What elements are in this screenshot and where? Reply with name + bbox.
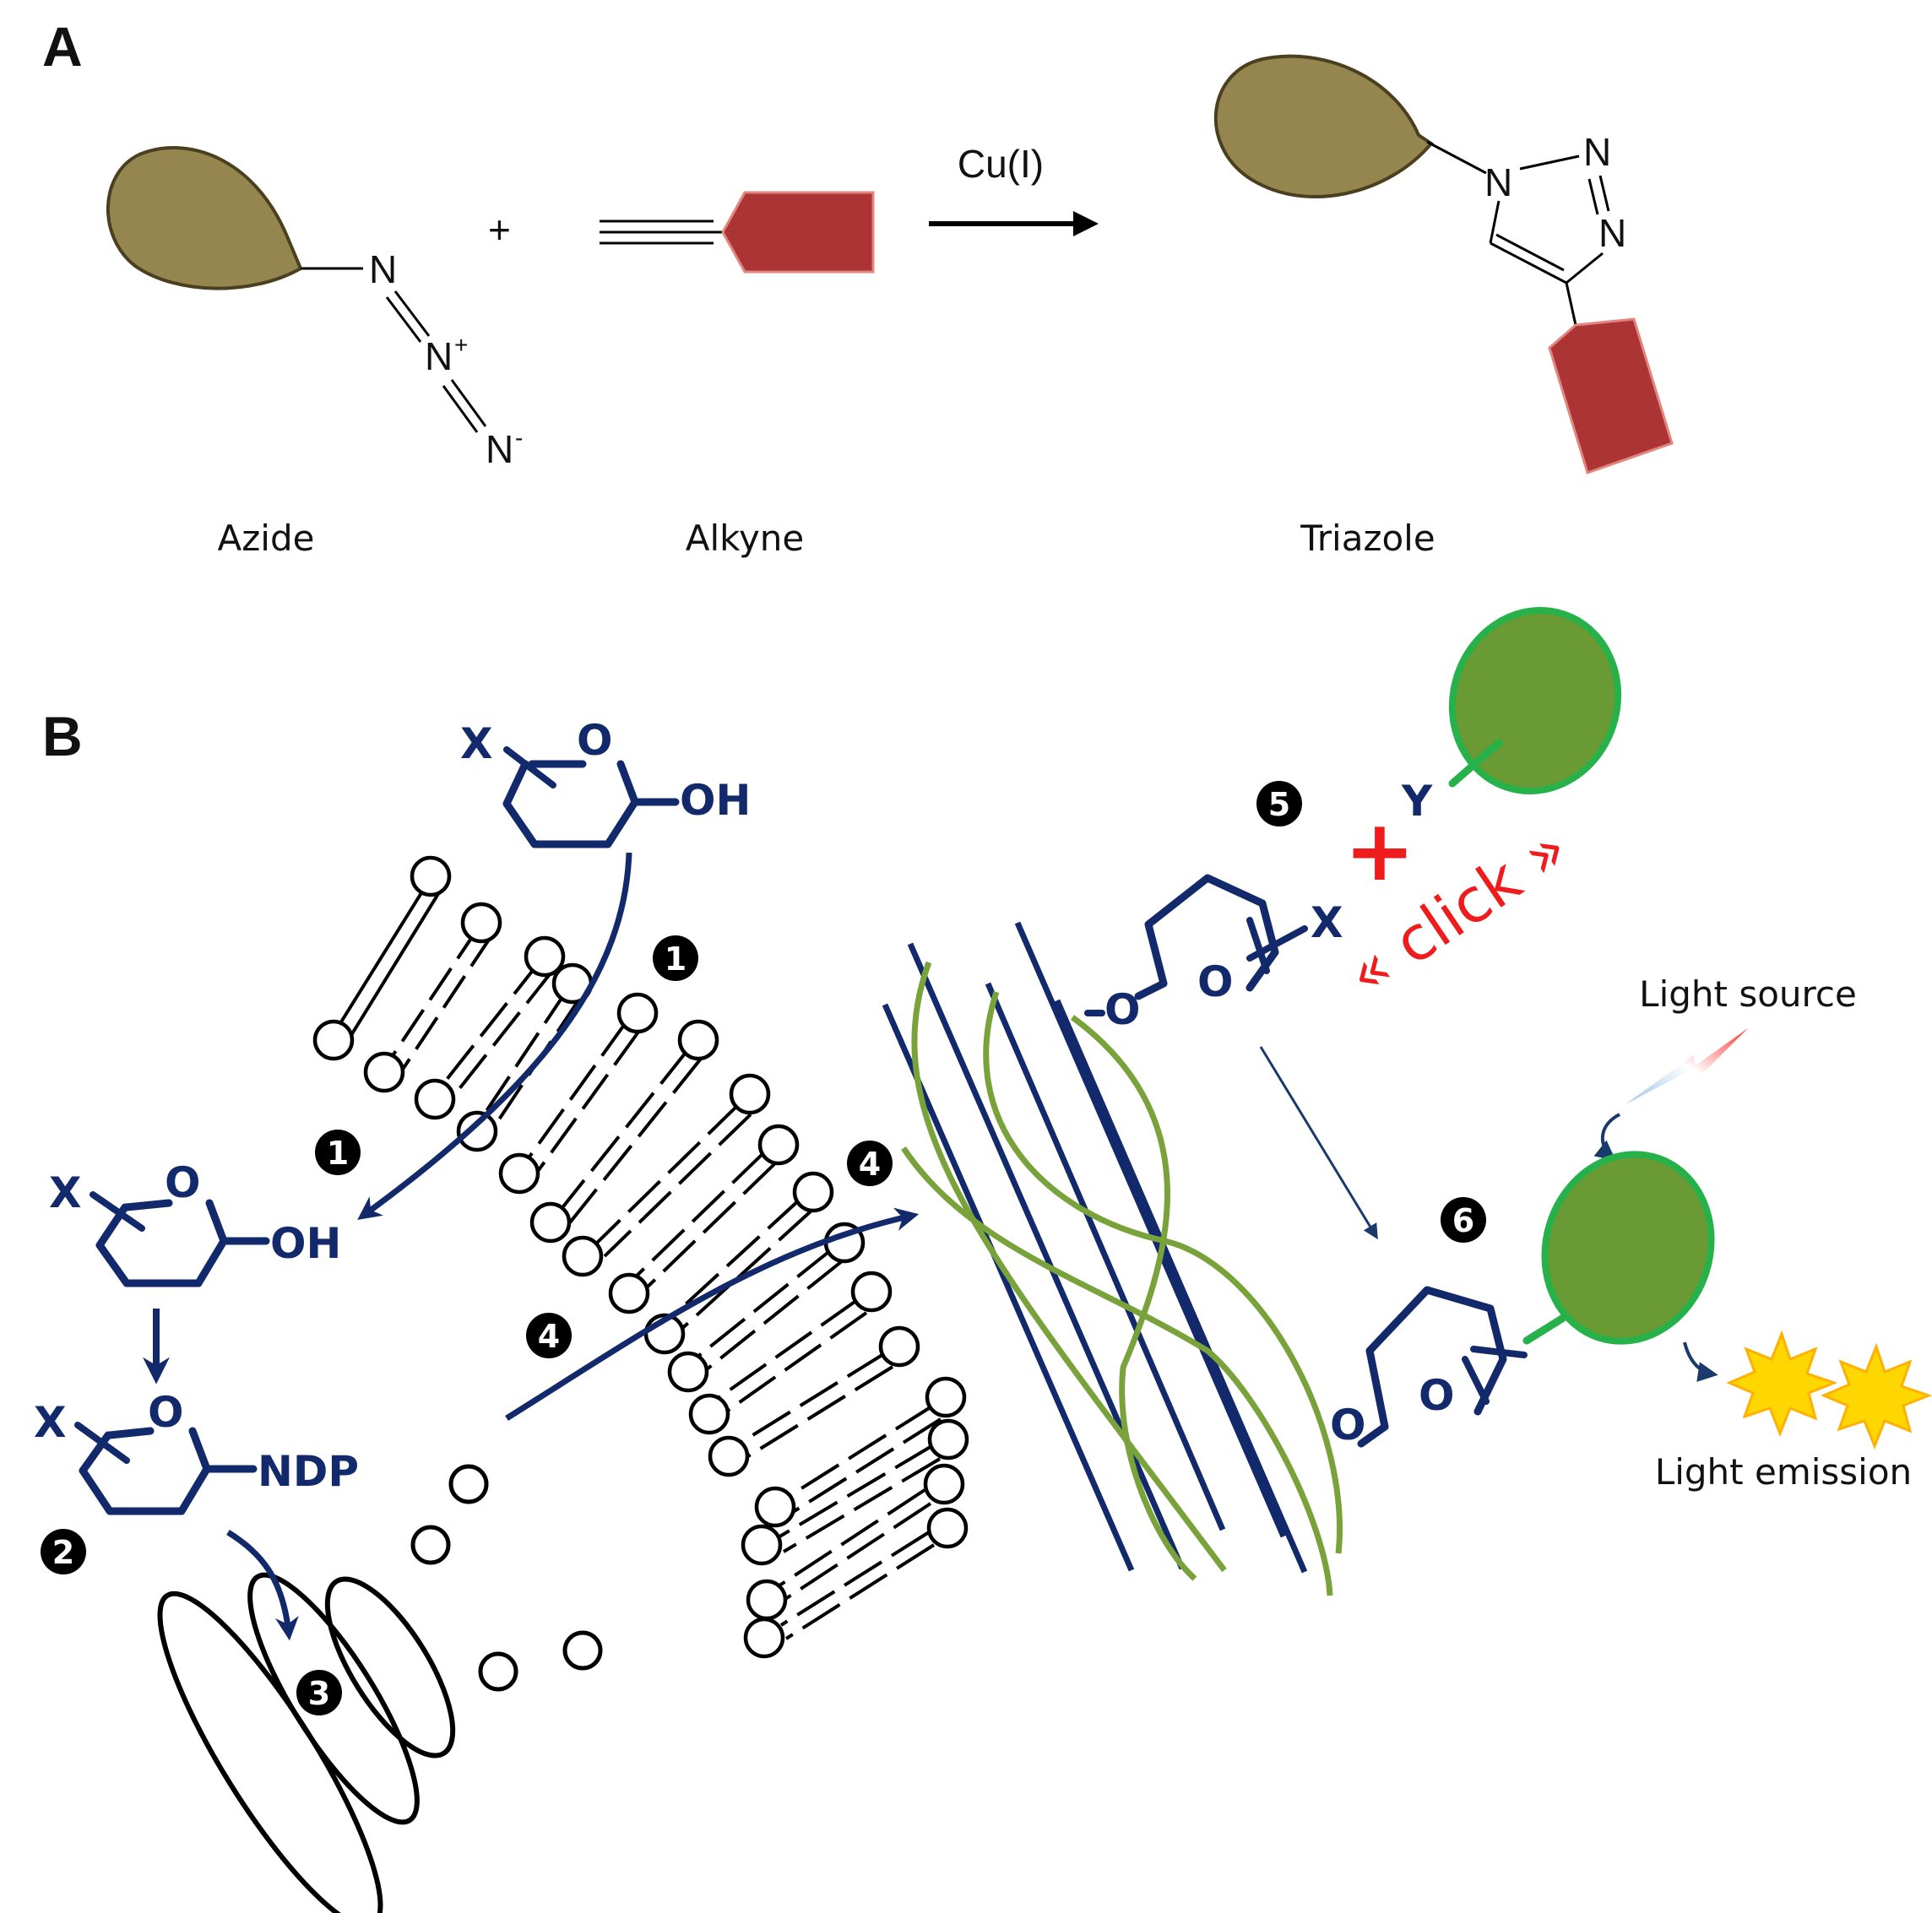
light-source-label: Light source bbox=[1639, 973, 1857, 1015]
probe-y-label: Y bbox=[1401, 777, 1433, 826]
sugar-ndp-o: O bbox=[148, 1388, 184, 1437]
triazole-caption: Triazole bbox=[1300, 518, 1435, 559]
step1-badge-b: 1 bbox=[315, 1130, 361, 1175]
sugar-top bbox=[502, 746, 680, 848]
svg-text:4: 4 bbox=[859, 1146, 881, 1183]
triazole-n3: N bbox=[1598, 211, 1626, 255]
plus-sign-a: + bbox=[488, 208, 511, 252]
sugar-top-x: X bbox=[460, 719, 493, 768]
alkyne-caption: Alkyne bbox=[686, 518, 805, 559]
probe-top bbox=[1448, 607, 1622, 794]
azide-n2: N bbox=[425, 334, 453, 378]
labeled-sugar bbox=[1357, 1286, 1528, 1448]
step5-badge: 5 bbox=[1256, 781, 1302, 826]
sugar-cellwall-x: X bbox=[1311, 898, 1343, 947]
step4-arrow bbox=[505, 1207, 920, 1421]
svg-text:2: 2 bbox=[52, 1534, 74, 1571]
svg-text:6: 6 bbox=[1452, 1202, 1474, 1239]
triazole-tag-shape bbox=[1548, 317, 1674, 474]
membrane-bilayer bbox=[312, 855, 969, 1659]
free-vesicle-circles bbox=[410, 1464, 603, 1692]
labeled-sugar-o1: O bbox=[1330, 1401, 1366, 1450]
panel-a-label: A bbox=[42, 15, 83, 78]
azide-n3-charge: - bbox=[515, 425, 523, 451]
sugar-top-oh: OH bbox=[680, 776, 751, 825]
triazole-n1: N bbox=[1484, 160, 1512, 204]
azide-molecule: N N + N - bbox=[106, 146, 523, 471]
sugar-ndp-label: NDP bbox=[258, 1447, 359, 1496]
azide-body-drop bbox=[106, 146, 303, 290]
emission-star-1 bbox=[1726, 1330, 1838, 1438]
step5-to-6-arrow bbox=[1259, 1046, 1378, 1240]
probe-bound bbox=[1522, 1151, 1715, 1345]
triazole-body-drop bbox=[1213, 54, 1434, 199]
step4-badge-a: 4 bbox=[526, 1313, 572, 1358]
svg-text:4: 4 bbox=[538, 1318, 560, 1355]
cell-wall-fibers bbox=[882, 921, 1343, 1596]
azide-caption: Azide bbox=[218, 518, 315, 559]
emission-arrow bbox=[1683, 1341, 1718, 1383]
golgi-stack bbox=[157, 1572, 456, 1913]
light-emission-label: Light emission bbox=[1655, 1451, 1912, 1493]
step3-arrow bbox=[226, 1530, 299, 1641]
sugar-cellwall bbox=[1084, 874, 1308, 1016]
triazole-molecule: N N N bbox=[1213, 54, 1674, 474]
svg-text:3: 3 bbox=[308, 1675, 330, 1712]
azide-n3: N bbox=[486, 427, 513, 471]
svg-text:5: 5 bbox=[1268, 786, 1290, 823]
step1-badge-a: 1 bbox=[653, 935, 698, 981]
panel-b-label: B bbox=[42, 705, 83, 767]
alkyne-tag-shape bbox=[721, 191, 875, 274]
sugar-mid-o: O bbox=[165, 1158, 201, 1207]
sugar-mid-x: X bbox=[49, 1168, 82, 1217]
sugar-ndp-x: X bbox=[34, 1398, 67, 1447]
emission-star-2 bbox=[1821, 1342, 1932, 1450]
sugar-mid-oh: OH bbox=[270, 1219, 341, 1268]
azide-n1: N bbox=[369, 247, 397, 291]
sugar-ndp bbox=[74, 1422, 258, 1515]
alkyne-molecule bbox=[600, 191, 875, 274]
reagent-label: Cu(I) bbox=[958, 142, 1044, 186]
light-bolt-icon bbox=[1625, 1028, 1748, 1104]
click-plus: + bbox=[1344, 801, 1415, 900]
sugar-top-o: O bbox=[577, 716, 613, 765]
step3-badge: 3 bbox=[296, 1670, 342, 1715]
triazole-n2: N bbox=[1583, 130, 1611, 174]
sugar-cellwall-o2: O bbox=[1197, 957, 1234, 1006]
step4-badge-b: 4 bbox=[847, 1141, 893, 1186]
sugar-mid bbox=[90, 1191, 270, 1287]
step1-arrow bbox=[357, 852, 632, 1220]
sugar-cellwall-o1: O bbox=[1104, 985, 1141, 1034]
labeled-sugar-o2: O bbox=[1419, 1371, 1455, 1420]
svg-text:1: 1 bbox=[327, 1135, 349, 1172]
step6-badge: 6 bbox=[1441, 1197, 1486, 1243]
step2-badge: 2 bbox=[41, 1529, 86, 1574]
light-incoming-arrow bbox=[1593, 1113, 1621, 1162]
svg-text:1: 1 bbox=[665, 940, 687, 978]
azide-n2-charge: + bbox=[454, 332, 468, 358]
